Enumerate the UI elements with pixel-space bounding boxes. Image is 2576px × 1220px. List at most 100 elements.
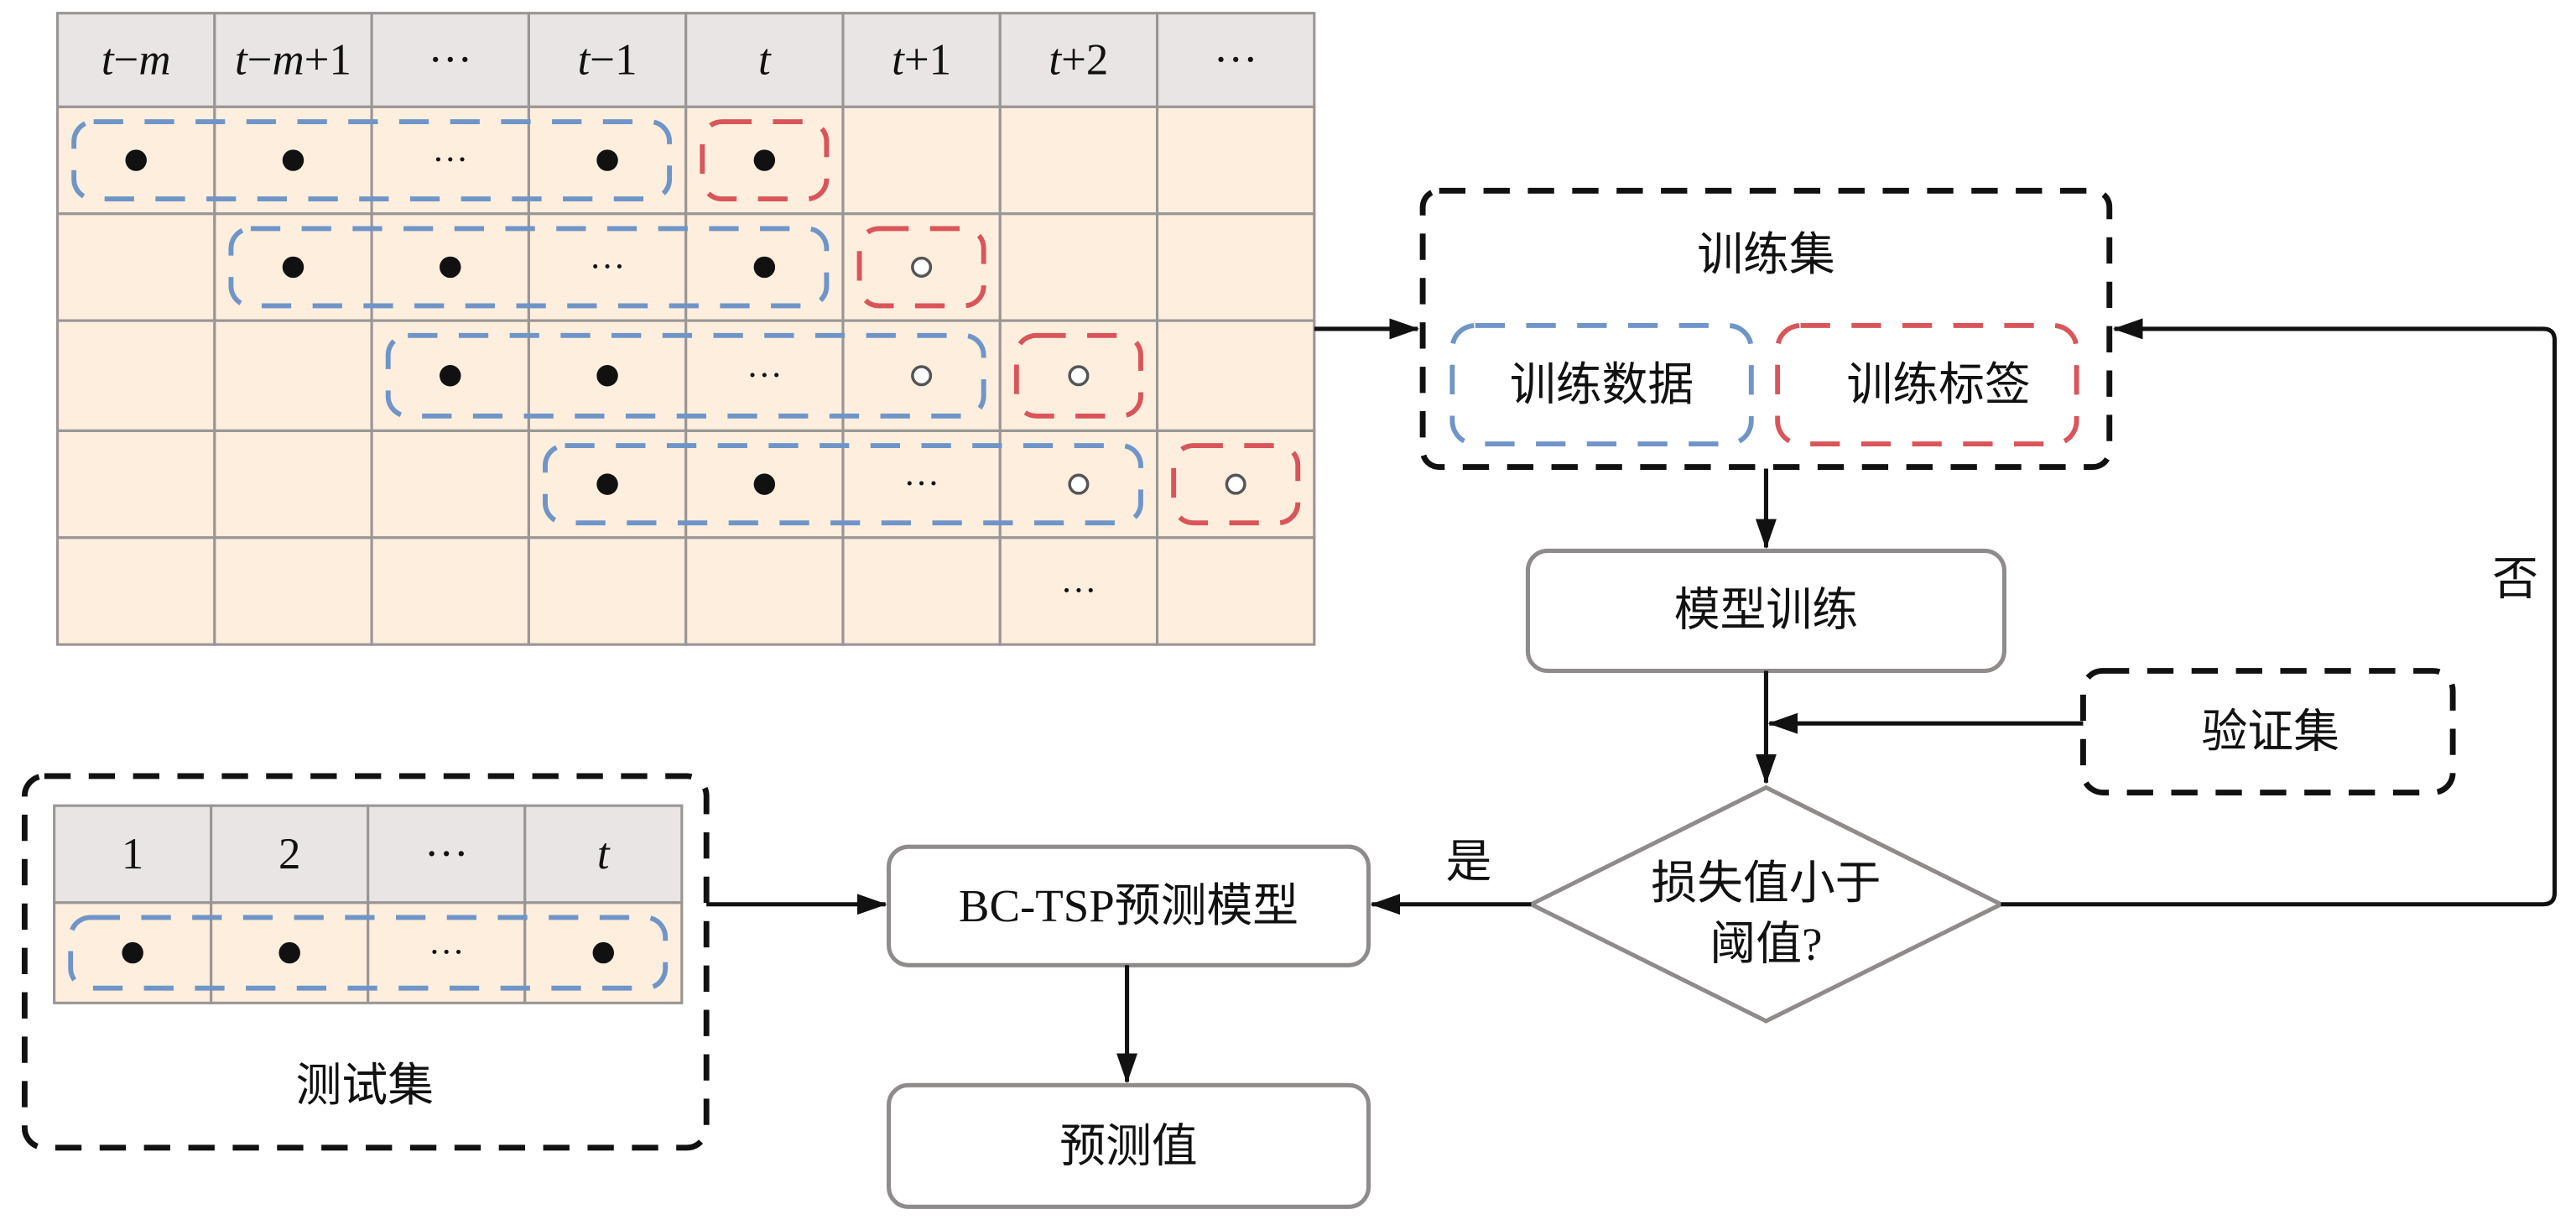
table-cell bbox=[1155, 105, 1316, 216]
yes-label: 是 bbox=[1446, 836, 1492, 887]
filled-data-point bbox=[125, 149, 147, 171]
training-labels-border bbox=[1775, 323, 2079, 447]
training-data-border bbox=[1449, 323, 1754, 447]
table-cell bbox=[55, 429, 216, 540]
ellipsis: ··· bbox=[1060, 571, 1096, 611]
table-cell bbox=[998, 212, 1159, 322]
filled-data-point bbox=[440, 256, 461, 279]
filled-data-point bbox=[596, 365, 618, 387]
model-training-node: 模型训练 bbox=[1525, 548, 2006, 674]
prediction-value-node: 预测值 bbox=[887, 1082, 1371, 1209]
filled-data-point bbox=[596, 473, 618, 495]
table-cell bbox=[998, 536, 1159, 646]
column-header: 1 bbox=[122, 830, 143, 879]
column-header: t−m+1 bbox=[235, 36, 351, 85]
header-cell bbox=[213, 12, 373, 108]
table-cell bbox=[998, 105, 1159, 216]
column-header: t+2 bbox=[1049, 36, 1108, 85]
validation-set-border bbox=[2080, 668, 2456, 795]
table-cell bbox=[55, 536, 216, 646]
training-labels-label: 训练标签 bbox=[1846, 359, 2030, 410]
validation-set-node: 验证集 bbox=[2080, 668, 2456, 795]
input-window bbox=[228, 226, 830, 309]
label-window bbox=[1171, 443, 1301, 526]
table-cell bbox=[841, 105, 1002, 216]
filled-data-point bbox=[592, 941, 615, 964]
header-cell bbox=[523, 804, 684, 905]
table-cell bbox=[55, 212, 216, 322]
label-window bbox=[1013, 332, 1143, 419]
filled-data-point bbox=[753, 256, 776, 279]
column-header: ··· bbox=[424, 830, 469, 879]
filled-data-point bbox=[282, 256, 304, 279]
table-cell bbox=[684, 319, 845, 432]
no-label: 否 bbox=[2492, 553, 2538, 604]
hollow-data-point bbox=[1068, 365, 1090, 387]
column-header: t−m bbox=[101, 36, 171, 85]
header-cell bbox=[1155, 12, 1316, 108]
ellipsis: ··· bbox=[903, 465, 939, 504]
label-window bbox=[700, 119, 830, 202]
column-header: ··· bbox=[428, 36, 472, 85]
table-cell bbox=[684, 536, 845, 646]
column-header: ··· bbox=[1214, 36, 1258, 85]
prediction-model-node: BC-TSP预测模型 bbox=[887, 844, 1371, 967]
header-cell bbox=[841, 12, 1002, 108]
decision-line1: 损失值小于 bbox=[1651, 858, 1881, 909]
validation-set-label: 验证集 bbox=[2201, 706, 2339, 758]
filled-data-point bbox=[596, 149, 618, 171]
filled-data-point bbox=[753, 149, 776, 171]
filled-data-point bbox=[753, 473, 776, 495]
table-cell bbox=[213, 319, 373, 432]
training-data-label: 训练数据 bbox=[1510, 359, 1694, 410]
table-cell bbox=[1155, 212, 1316, 322]
input-window bbox=[68, 915, 669, 991]
column-header: t+1 bbox=[892, 36, 951, 85]
decision-line2: 阈值? bbox=[1710, 918, 1822, 969]
ellipsis: ··· bbox=[429, 933, 465, 972]
header-cell bbox=[55, 12, 216, 108]
input-window bbox=[543, 443, 1143, 526]
hollow-data-point bbox=[1068, 473, 1090, 495]
filled-data-point bbox=[122, 941, 143, 964]
column-header: t bbox=[597, 830, 611, 879]
input-window bbox=[385, 332, 986, 419]
test-set-table: 1 2 ··· t ··· bbox=[53, 804, 684, 1004]
filled-data-point bbox=[440, 365, 461, 387]
hollow-data-point bbox=[1225, 473, 1246, 495]
no-loop-arrow bbox=[2001, 318, 2558, 907]
decision-node: 损失值小于 阈值? bbox=[1526, 785, 2006, 1024]
model-training-label: 模型训练 bbox=[1674, 584, 1858, 635]
input-window bbox=[71, 119, 673, 202]
table-cell bbox=[1155, 319, 1316, 432]
column-header: t−1 bbox=[578, 36, 637, 85]
filled-data-point bbox=[282, 149, 304, 171]
header-cell bbox=[210, 804, 370, 905]
table-cell bbox=[841, 536, 1002, 646]
test-set-group: 1 2 ··· t ··· 测试集 bbox=[21, 773, 710, 1151]
table-cell bbox=[55, 319, 216, 432]
header-cell bbox=[367, 804, 527, 905]
filled-data-point bbox=[278, 941, 300, 964]
hollow-data-point bbox=[911, 256, 933, 278]
table-cell bbox=[213, 536, 373, 646]
table-cell bbox=[370, 536, 530, 646]
table-cell bbox=[527, 536, 688, 646]
test-set-title: 测试集 bbox=[296, 1060, 434, 1111]
column-header: 2 bbox=[278, 830, 300, 879]
table-cell bbox=[213, 429, 373, 540]
ellipsis: ··· bbox=[432, 141, 468, 180]
training-set-title: 训练集 bbox=[1697, 229, 1834, 280]
test-set-border bbox=[21, 773, 710, 1151]
prediction-model-label: BC-TSP预测模型 bbox=[959, 880, 1298, 931]
ellipsis: ··· bbox=[590, 248, 626, 287]
column-header: t bbox=[758, 36, 772, 85]
table-cell bbox=[527, 212, 688, 322]
training-set-border bbox=[1419, 187, 2113, 470]
label-window bbox=[856, 226, 986, 309]
hollow-data-point bbox=[911, 365, 933, 387]
table-cell bbox=[370, 429, 530, 540]
table-cell bbox=[1155, 536, 1316, 646]
